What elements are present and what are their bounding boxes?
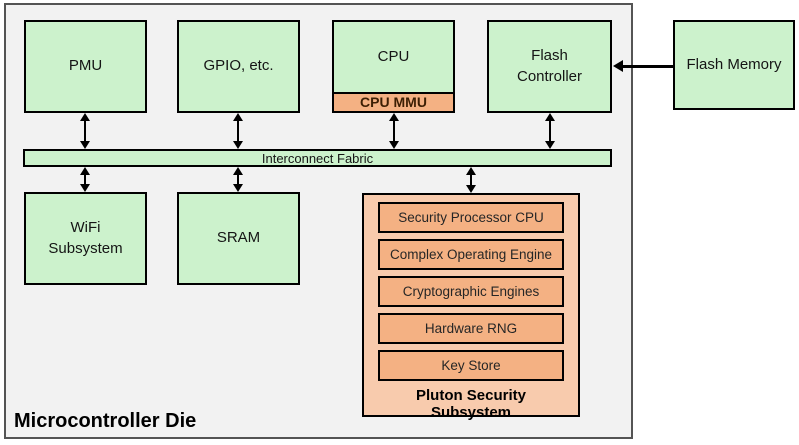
arrow-flash-memory-to-controller — [613, 60, 673, 73]
block-flash-memory: Flash Memory — [673, 20, 795, 110]
double-arrow-flash-controller-fabric — [543, 113, 557, 149]
module-key-store: Key Store — [378, 350, 564, 381]
block-wifi-subsystem: WiFi Subsystem — [24, 192, 147, 285]
die-label: Microcontroller Die — [14, 410, 197, 432]
double-arrow-pmu-fabric — [78, 113, 92, 149]
cpu-label: CPU — [377, 47, 410, 65]
double-arrow-fabric-sram — [231, 167, 245, 192]
module-cryptographic-engines: Cryptographic Engines — [378, 276, 564, 307]
block-flash-controller: Flash Controller — [487, 20, 612, 113]
block-pmu: PMU — [24, 20, 147, 113]
double-arrow-gpio-fabric — [231, 113, 245, 149]
module-hardware-rng: Hardware RNG — [378, 313, 564, 344]
pluton-security-subsystem: Security Processor CPU Complex Operating… — [362, 193, 580, 421]
block-cpu: CPU CPU MMU — [332, 20, 455, 113]
double-arrow-fabric-wifi — [78, 167, 92, 192]
module-security-processor-cpu: Security Processor CPU — [378, 202, 564, 233]
module-complex-operating-engine: Complex Operating Engine — [378, 239, 564, 270]
block-cpu-mmu: CPU MMU — [334, 92, 453, 111]
interconnect-fabric: Interconnect Fabric — [23, 149, 612, 167]
block-gpio: GPIO, etc. — [177, 20, 300, 113]
double-arrow-fabric-pluton — [464, 167, 478, 193]
pluton-title: Pluton Security Subsystem — [415, 387, 527, 421]
double-arrow-cpu-fabric — [387, 113, 401, 149]
block-sram: SRAM — [177, 192, 300, 285]
